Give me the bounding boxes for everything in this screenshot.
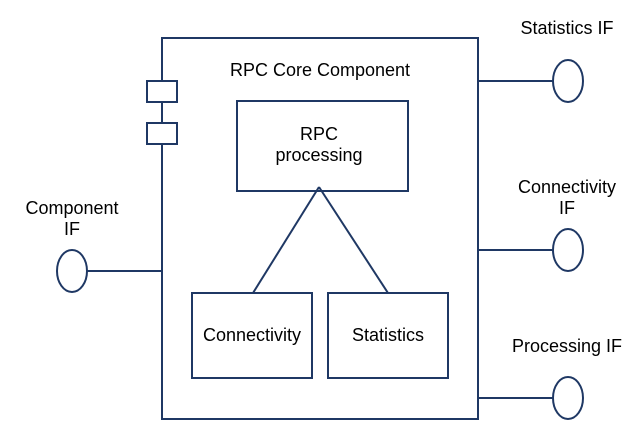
statistics-box-label: Statistics: [352, 325, 424, 345]
statistics-if-label: Statistics IF: [520, 18, 613, 38]
component-port-top: [146, 80, 178, 103]
link-rpc-to-statistics: [318, 186, 389, 294]
statistics-if-lollipop: [552, 59, 584, 103]
connectivity-box-label: Connectivity: [203, 325, 301, 345]
connectivity-if-lollipop: [552, 228, 584, 272]
connectivity-box: [191, 292, 313, 379]
connectivity-if-label-line1: Connectivity: [518, 177, 616, 197]
component-if-label-line2: IF: [64, 219, 80, 239]
link-rpc-to-connectivity: [252, 186, 320, 294]
statistics-box: [327, 292, 449, 379]
component-title: RPC Core Component: [230, 60, 410, 80]
connectivity-if-label-line2: IF: [559, 198, 575, 218]
rpc-processing-label-line2: processing: [275, 145, 362, 165]
rpc-processing-box: [236, 100, 409, 192]
component-port-bottom: [146, 122, 178, 145]
processing-if-label: Processing IF: [512, 336, 622, 356]
processing-if-lollipop: [552, 376, 584, 420]
component-if-label-line1: Component: [25, 198, 118, 218]
component-if-lollipop: [56, 249, 88, 293]
rpc-processing-label-line1: RPC: [300, 124, 338, 144]
